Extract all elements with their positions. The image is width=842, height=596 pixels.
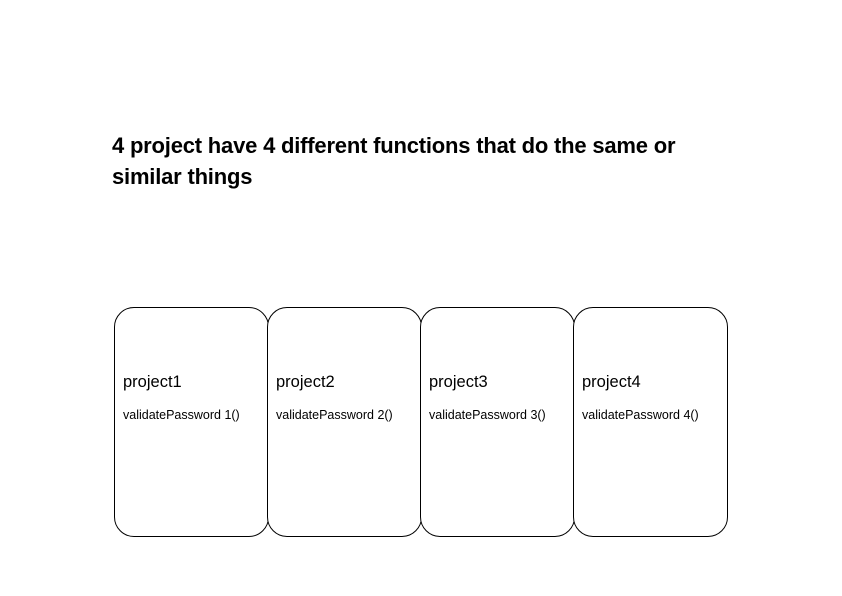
diagram-title-line-1: 4 project have 4 different functions tha… — [112, 133, 676, 158]
diagram-title-line-2: similar things — [112, 164, 253, 189]
project-name: project4 — [582, 373, 641, 391]
project-name: project3 — [429, 373, 488, 391]
project-card-2: project2 validatePassword 2() — [267, 307, 422, 537]
project-card-1: project1 validatePassword 1() — [114, 307, 269, 537]
project-name: project2 — [276, 373, 335, 391]
project-name: project1 — [123, 373, 182, 391]
function-name: validatePassword 1() — [123, 408, 240, 422]
project-card-4: project4 validatePassword 4() — [573, 307, 728, 537]
project-cards-row: project1 validatePassword 1() project2 v… — [114, 307, 728, 537]
function-name: validatePassword 4() — [582, 408, 699, 422]
project-card-3: project3 validatePassword 3() — [420, 307, 575, 537]
diagram-title: 4 project have 4 different functions tha… — [112, 130, 676, 192]
function-name: validatePassword 2() — [276, 408, 393, 422]
function-name: validatePassword 3() — [429, 408, 546, 422]
